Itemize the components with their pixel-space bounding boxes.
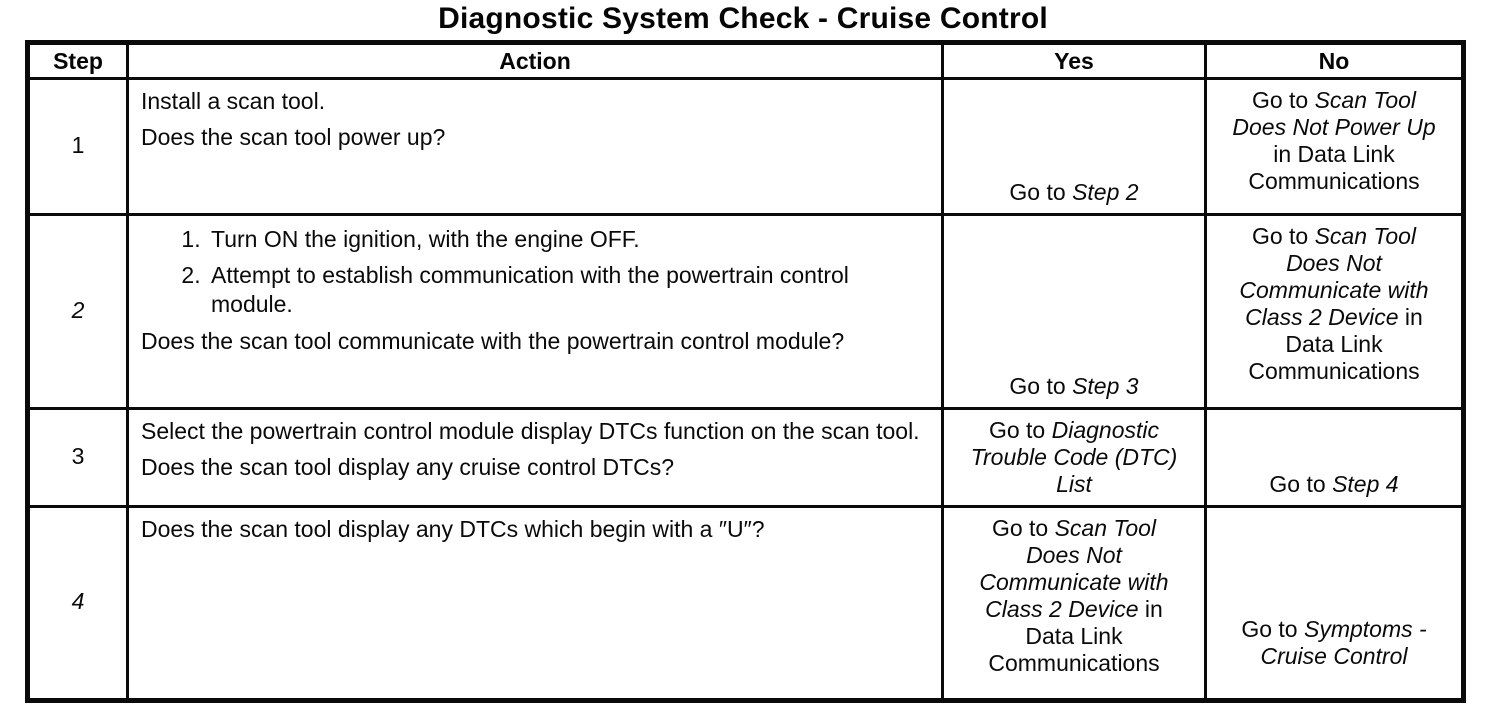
no-cell: Go to Step 4 [1204, 407, 1465, 508]
list-item: Turn ON the ignition, with the engine OF… [207, 225, 927, 254]
action-steps-list: Turn ON the ignition, with the engine OF… [139, 225, 927, 319]
column-header-step: Step [26, 41, 129, 80]
goto-reference: Step 3 [1072, 373, 1139, 399]
yes-cell: Go to Step 2 [941, 77, 1207, 216]
step-number: 4 [26, 505, 129, 702]
list-item: Attempt to establish communication with … [207, 261, 927, 319]
yes-cell: Go to Scan Tool Does Not Communicate wit… [941, 505, 1207, 702]
goto-text: Go to Scan Tool Does Not Communicate wit… [1228, 223, 1440, 385]
goto-reference: Scan Tool Does Not Communicate with Clas… [1239, 223, 1429, 330]
goto-text: Go to Step 2 [968, 179, 1180, 206]
table-row-step-1: 1 Install a scan tool. Does the scan too… [26, 77, 1465, 216]
goto-text: Go to Scan Tool Does Not Communicate wit… [968, 515, 1180, 677]
action-question: Does the scan tool communicate with the … [141, 328, 845, 354]
step-number: 3 [26, 407, 129, 508]
goto-reference: Scan Tool Does Not Power Up [1232, 87, 1436, 140]
table-row-step-2: 2 Turn ON the ignition, with the engine … [26, 213, 1465, 410]
step-number: 2 [26, 213, 129, 410]
goto-text-segment: in Data Link Communications [988, 596, 1163, 676]
step-number: 1 [26, 77, 129, 216]
action-question: Does the scan tool display any DTCs whic… [141, 516, 765, 542]
action-question: Does the scan tool display any cruise co… [141, 454, 675, 480]
action-question: Does the scan tool power up? [141, 124, 446, 150]
page-title: Diagnostic System Check - Cruise Control [438, 2, 1048, 35]
yes-cell: Go to Diagnostic Trouble Code (DTC) List [941, 407, 1207, 508]
table-row-step-3: 3 Select the powertrain control module d… [26, 407, 1465, 508]
goto-text: Go to Step 4 [1228, 471, 1440, 498]
goto-text-segment: Go to [1009, 179, 1073, 205]
yes-cell: Go to Step 3 [941, 213, 1207, 410]
action-cell: Select the powertrain control module dis… [126, 407, 944, 508]
goto-text: Go to Diagnostic Trouble Code (DTC) List [968, 417, 1180, 498]
table-header-row: Step Action Yes No [26, 41, 1465, 80]
goto-text-segment: Go to [1241, 616, 1304, 642]
no-cell: Go to Symptoms - Cruise Control [1204, 505, 1465, 702]
column-header-yes: Yes [941, 41, 1207, 80]
goto-text-segment: Go to [1251, 223, 1315, 249]
goto-text: Go to Scan Tool Does Not Power Up in Dat… [1228, 87, 1440, 195]
action-cell: Install a scan tool. Does the scan tool … [126, 77, 944, 216]
action-cell: Does the scan tool display any DTCs whic… [126, 505, 944, 702]
no-cell: Go to Scan Tool Does Not Communicate wit… [1204, 213, 1465, 410]
goto-reference: Diagnostic Trouble Code (DTC) List [970, 417, 1178, 497]
goto-reference: Step 4 [1332, 471, 1399, 497]
goto-text-segment: Go to [1009, 373, 1073, 399]
no-cell: Go to Scan Tool Does Not Power Up in Dat… [1204, 77, 1465, 216]
action-instruction: Install a scan tool. [141, 88, 326, 114]
goto-text: Go to Step 3 [968, 373, 1180, 400]
goto-text-segment: in Data Link Communications [1248, 141, 1420, 194]
goto-text-segment: Go to [988, 417, 1052, 443]
diagnostic-table: Step Action Yes No 1 Install a scan tool… [25, 40, 1466, 703]
goto-reference: Step 2 [1072, 179, 1139, 205]
goto-text-segment: Go to [1251, 87, 1315, 113]
column-header-no: No [1204, 41, 1465, 80]
goto-reference: Symptoms - Cruise Control [1260, 616, 1427, 669]
goto-reference: Scan Tool Does Not Communicate with Clas… [979, 515, 1169, 622]
action-instruction: Select the powertrain control module dis… [141, 418, 920, 444]
goto-text-segment: Go to [991, 515, 1055, 541]
action-cell: Turn ON the ignition, with the engine OF… [126, 213, 944, 410]
goto-text-segment: in Data Link Communications [1248, 304, 1423, 384]
goto-text: Go to Symptoms - Cruise Control [1228, 616, 1440, 670]
goto-text-segment: Go to [1269, 471, 1333, 497]
column-header-action: Action [126, 41, 944, 80]
table-row-step-4: 4 Does the scan tool display any DTCs wh… [26, 505, 1465, 702]
